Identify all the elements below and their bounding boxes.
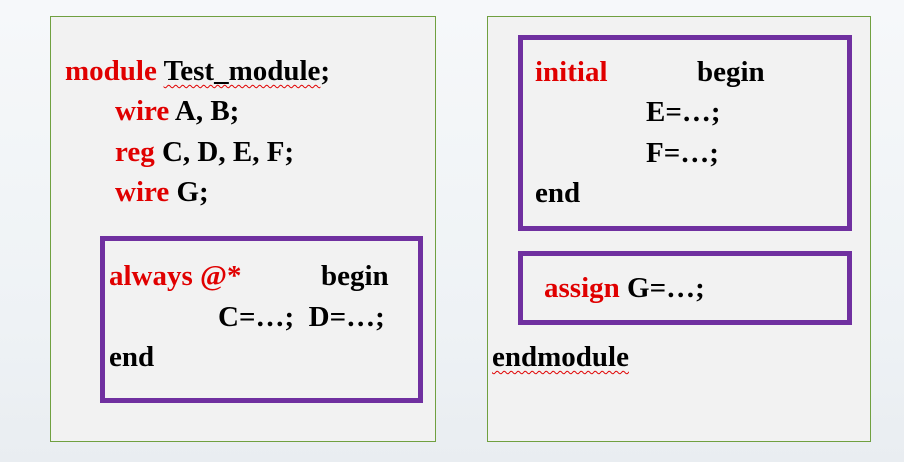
reg-signals: C, D, E, F; (161, 136, 295, 168)
always-block: always @* begin C=…; D=…; end (100, 236, 423, 403)
assign-block: assign G=…; (518, 251, 852, 325)
module-header-line: module Test_module; (65, 56, 330, 86)
initial-begin: begin (697, 56, 765, 88)
assign-expression: G=…; (627, 272, 705, 304)
wire-keyword: wire (115, 95, 170, 127)
always-end: end (109, 341, 155, 373)
module-name: Test_module (163, 55, 321, 87)
initial-block: initial begin E=…; F=…; end (518, 35, 852, 231)
wire-g-signal: G; (176, 176, 209, 208)
wire-ab-declaration: wire A, B; (115, 96, 239, 126)
module-semicolon: ; (320, 55, 331, 87)
always-begin: begin (321, 260, 389, 292)
module-panel: module Test_module; wire A, B; reg C, D,… (50, 16, 436, 442)
wire-ab-signals: A, B; (174, 95, 240, 127)
assign-statement: assign G=…; (544, 273, 705, 303)
initial-end: end (535, 177, 581, 209)
always-keyword: always @* (109, 260, 242, 292)
module-keyword: module (65, 55, 157, 87)
wire-g-declaration: wire G; (115, 177, 209, 207)
reg-declaration: reg C, D, E, F; (115, 137, 294, 167)
wire-keyword: wire (115, 176, 170, 208)
initial-keyword: initial (535, 56, 608, 88)
always-body: C=…; D=…; (218, 301, 385, 333)
initial-line-f: F=…; (646, 137, 719, 169)
initial-line-e: E=…; (646, 96, 721, 128)
module-panel-right: initial begin E=…; F=…; end assign G=…; … (487, 16, 871, 442)
assign-keyword: assign (544, 272, 620, 304)
reg-keyword: reg (115, 136, 155, 168)
endmodule-keyword: endmodule (492, 341, 629, 373)
